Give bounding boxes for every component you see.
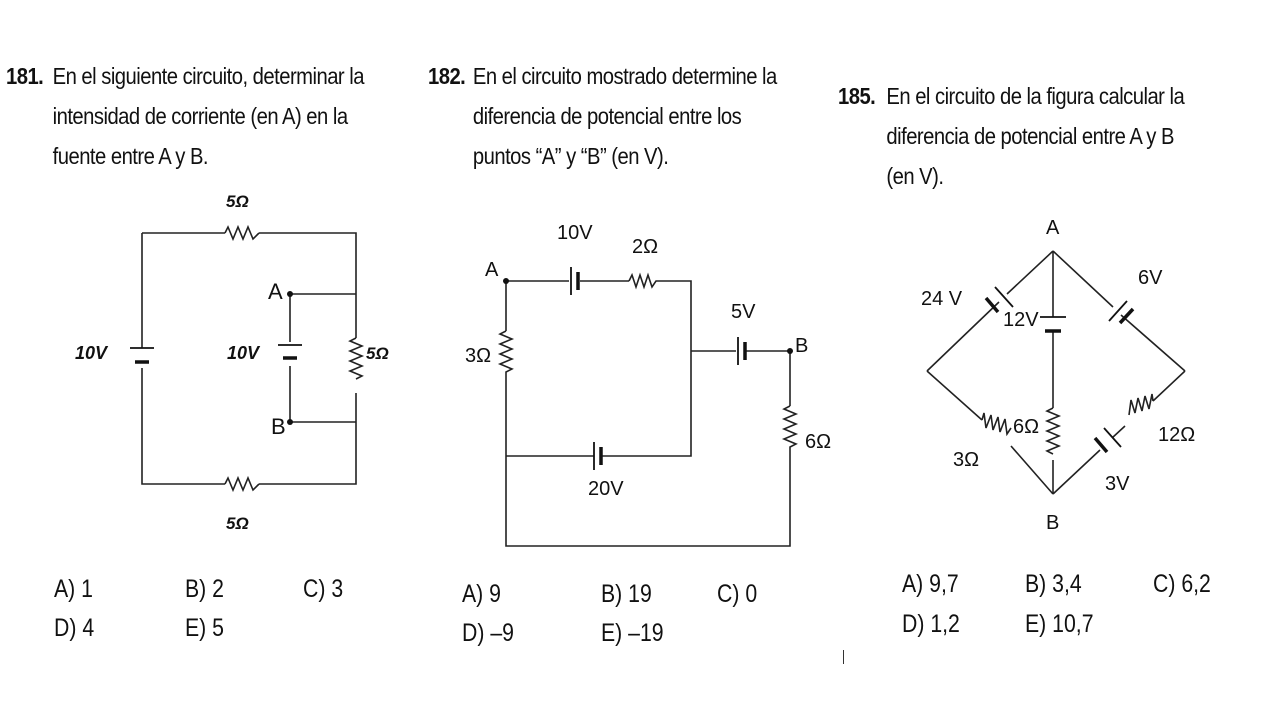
label-v-right: 5V (731, 301, 756, 323)
resistor-bottom (224, 475, 260, 493)
label-r-right: 6Ω (805, 431, 831, 453)
option[interactable]: A) 1 (54, 575, 93, 603)
statement-line: puntos “A” y “B” (en V). (472, 143, 669, 169)
label-node-b: B (795, 335, 808, 357)
option[interactable]: B) 19 (601, 580, 652, 608)
problem-number: 185. (838, 83, 876, 109)
label-node-a: A (1046, 217, 1060, 239)
statement-line: En el siguiente circuito, determinar la (52, 63, 365, 89)
label-v-lr: 3V (1105, 473, 1130, 495)
option[interactable]: C) 0 (717, 580, 758, 608)
label-v-mid: 12V (1003, 309, 1039, 331)
label-r-bottom: 5Ω (226, 514, 249, 533)
node-b-dot (287, 419, 293, 425)
label-r-ll: 3Ω (953, 449, 979, 471)
divider-tick (843, 650, 844, 664)
label-v-ul: 24 V (921, 288, 963, 310)
label-r-top: 5Ω (226, 192, 249, 211)
problem-number: 181. (6, 63, 44, 89)
node-a-dot (287, 291, 293, 297)
label-r-top: 2Ω (632, 236, 658, 258)
circuit-diagram-182: 10V 2Ω 5V 3Ω 6Ω 20V A B (465, 222, 831, 547)
option[interactable]: E) –19 (601, 619, 664, 647)
problem-181: 181. En el siguiente circuito, determina… (0, 56, 425, 664)
statement-line: (en V). (886, 163, 944, 189)
option[interactable]: A) 9 (462, 580, 501, 608)
statement-line: intensidad de corriente (en A) en la (52, 103, 348, 129)
option[interactable]: B) 2 (185, 575, 224, 603)
label-r-mid: 6Ω (1013, 416, 1039, 438)
resistor-right (347, 337, 365, 380)
exercise-sheet: 181. En el siguiente circuito, determina… (0, 56, 1280, 664)
option[interactable]: A) 9,7 (902, 570, 959, 598)
label-node-a: A (268, 279, 283, 304)
statement-line: diferencia de potencial entre los (472, 103, 742, 129)
label-node-a: A (485, 259, 499, 281)
option[interactable]: C) 3 (303, 575, 344, 603)
option[interactable]: D) –9 (462, 619, 514, 647)
statement-line: diferencia de potencial entre A y B (886, 123, 1174, 149)
statement-line: En el circuito de la figura calcular la (886, 83, 1185, 109)
resistor-top (224, 224, 260, 242)
option[interactable]: D) 4 (54, 614, 95, 642)
option[interactable]: C) 6,2 (1153, 570, 1211, 598)
label-node-b: B (271, 414, 286, 439)
option[interactable]: B) 3,4 (1025, 570, 1082, 598)
option[interactable]: D) 1,2 (902, 610, 960, 638)
label-r-lr: 12Ω (1158, 424, 1195, 446)
problem-185: 185. En el circuito de la figura calcula… (835, 56, 1280, 664)
problem-182: 182. En el circuito mostrado determine l… (425, 56, 835, 664)
label-node-b: B (1046, 512, 1059, 534)
label-v-ur: 6V (1138, 267, 1163, 289)
label-v-mid: 10V (227, 343, 261, 363)
statement-line: En el circuito mostrado determine la (472, 63, 777, 89)
label-v-bottom: 20V (588, 478, 624, 500)
option[interactable]: E) 5 (185, 614, 224, 642)
circuit-diagram-185: A B 24 V 6V 12V 6Ω 3Ω 12Ω 3V (921, 217, 1195, 534)
label-r-left: 3Ω (465, 345, 491, 367)
label-v-top: 10V (557, 222, 593, 244)
option[interactable]: E) 10,7 (1025, 610, 1094, 638)
label-v-left: 10V (75, 343, 109, 363)
problem-number: 182. (428, 63, 466, 89)
statement-line: fuente entre A y B. (52, 143, 209, 169)
label-r-right: 5Ω (366, 344, 389, 363)
circuit-diagram-181: 5Ω 5Ω 5Ω 10V 10V A B (75, 192, 389, 533)
